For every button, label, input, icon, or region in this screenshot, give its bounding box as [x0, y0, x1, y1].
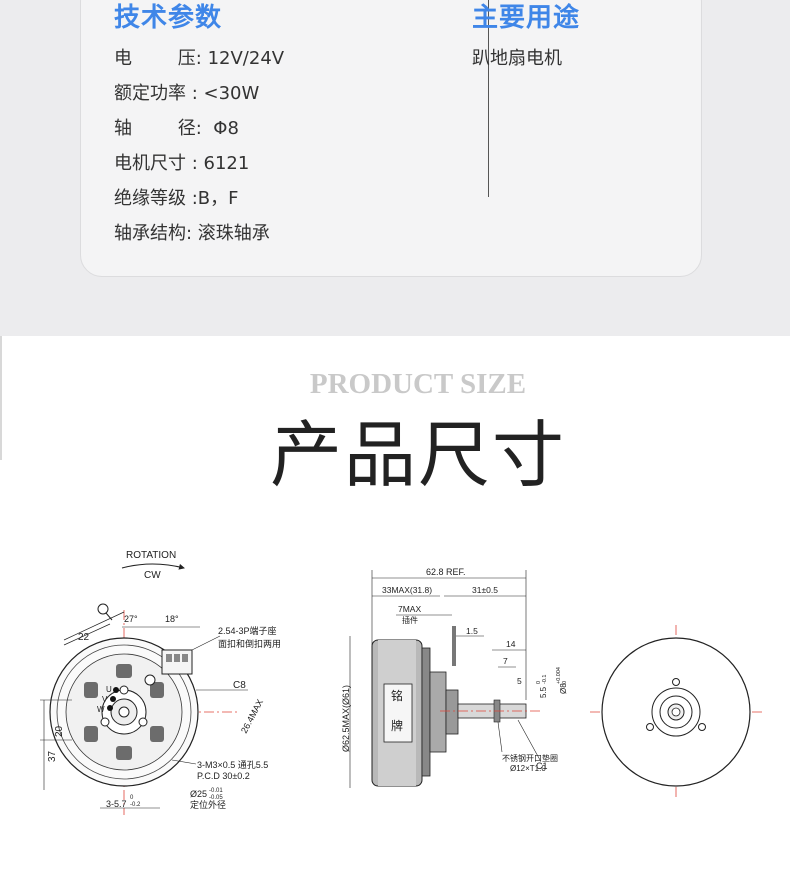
nameplate-top: 铭 — [391, 688, 403, 703]
spec-sep: : — [186, 83, 204, 104]
dim-62-8-ref: 62.8 REF. — [426, 567, 466, 577]
technical-drawing: ROTATION CW — [40, 550, 762, 815]
spec-label: 电 压 — [114, 48, 196, 69]
spec-value: <30W — [203, 83, 260, 104]
spec-row: 电机尺寸 : 6121 — [114, 149, 249, 175]
dim-3-5-7: 3-5.7 — [106, 799, 127, 809]
dim-26-4max: 26.4MAX — [239, 698, 265, 735]
product-size-title-cn: 产品尺寸 — [269, 413, 566, 497]
spec-label: 电机尺寸 — [114, 153, 186, 174]
spec-row: 额定功率 : <30W — [114, 79, 259, 105]
spec-value: Φ8 — [213, 118, 239, 139]
product-size-title-en: PRODUCT SIZE — [309, 368, 527, 400]
dim-31: 31±0.5 — [472, 585, 498, 595]
holes-spec: 3-M3×0.5 通孔5.5 — [197, 760, 268, 770]
dim-7max-note: 插件 — [402, 615, 418, 625]
usage-text: 趴地扇电机 — [472, 48, 562, 69]
connector-note: 面扣和倒扣两用 — [218, 638, 281, 649]
spec-sep: : — [195, 48, 208, 69]
dia-8: Ø8 — [559, 683, 568, 694]
spec-label: 轴 径 — [114, 118, 196, 139]
dia-25-note: 定位外径 — [190, 799, 226, 810]
dia-8-tol-lower: 0 — [562, 681, 568, 684]
spec-sep: : — [186, 188, 198, 209]
spec-row: 轴 径: Φ8 — [114, 114, 239, 140]
angle-18: 18° — [165, 614, 179, 624]
front-view: ROTATION CW — [40, 550, 281, 815]
spec-label: 额定功率 — [114, 83, 186, 104]
phase-w-label: W — [97, 705, 105, 714]
spec-label: 绝缘等级 — [114, 188, 186, 209]
side-view: 62.8 REF. 33MAX(31.8) 31±0.5 7MAX 插件 1.5… — [341, 567, 568, 788]
dia-25: Ø25 — [190, 789, 207, 799]
angle-27: 27° — [124, 614, 138, 624]
dim-3-5-7-tol-upper: 0 — [130, 795, 134, 801]
back-view — [590, 625, 762, 800]
dim-22: 22 — [78, 632, 90, 643]
phase-u-label: U — [106, 685, 112, 694]
spec-label: 轴承结构 — [114, 223, 186, 244]
dim-3-5-7-tol-lower: -0.2 — [130, 802, 141, 808]
left-edge-mark — [0, 336, 2, 460]
dim-5: 5 — [517, 676, 522, 686]
card-divider — [488, 0, 489, 197]
dim-20: 20 — [54, 725, 65, 737]
spec-value: 6121 — [203, 153, 250, 174]
dim-14: 14 — [506, 639, 516, 649]
coil-windings — [84, 664, 164, 760]
dim-5-5-tol-upper: 0 — [536, 681, 542, 684]
spec-row: 电 压: 12V/24V — [114, 44, 284, 70]
dia-62-5max: Ø62.5MAX(Ø61) — [341, 685, 351, 752]
dim-5-5-tol-lower: -0.1 — [542, 675, 548, 684]
dim-1-5: 1.5 — [466, 626, 478, 636]
dia-25-tol-lower: -0.05 — [209, 795, 223, 801]
direction-label: CW — [144, 570, 161, 581]
rotation-label: ROTATION — [126, 550, 176, 561]
spec-section: 技术参数 主要用途 电 压: 12V/24V 额定功率 : <30W 轴 径: … — [0, 0, 790, 336]
dim-7max: 7MAX — [398, 604, 421, 614]
pcd-spec: P.C.D 30±0.2 — [197, 771, 250, 781]
phase-v-label: V — [102, 695, 108, 704]
specs-title: 技术参数 — [114, 3, 223, 33]
washer-label: 不锈钢开口垫圈 — [502, 753, 558, 763]
spec-row: 轴承结构: 滚珠轴承 — [114, 219, 270, 245]
chamfer-c8: C8 — [233, 680, 246, 691]
spec-value: B，F — [197, 188, 239, 209]
dia-25-tol-upper: -0.01 — [209, 788, 223, 794]
nameplate-bottom: 牌 — [391, 719, 403, 733]
connector-label: 2.54-3P端子座 — [218, 625, 277, 636]
spec-sep: : — [186, 153, 204, 174]
chamfer-c1: C1 — [536, 761, 548, 771]
spec-sep: : — [195, 118, 214, 139]
spec-row: 绝缘等级 :B，F — [114, 184, 239, 210]
dim-33max: 33MAX(31.8) — [382, 585, 432, 595]
washer-size: Ø12×T1.0 — [510, 764, 546, 773]
spec-value: 滚珠轴承 — [197, 223, 270, 244]
spec-card — [80, 0, 702, 277]
dia-8-tol-upper: +0.004 — [556, 667, 562, 684]
spec-value: 12V/24V — [207, 48, 285, 69]
usage-title: 主要用途 — [472, 3, 581, 33]
dim-7: 7 — [503, 656, 508, 666]
dim-5-5: 5.5 — [539, 686, 548, 698]
spec-sep: : — [186, 223, 198, 244]
dim-37: 37 — [47, 750, 58, 762]
